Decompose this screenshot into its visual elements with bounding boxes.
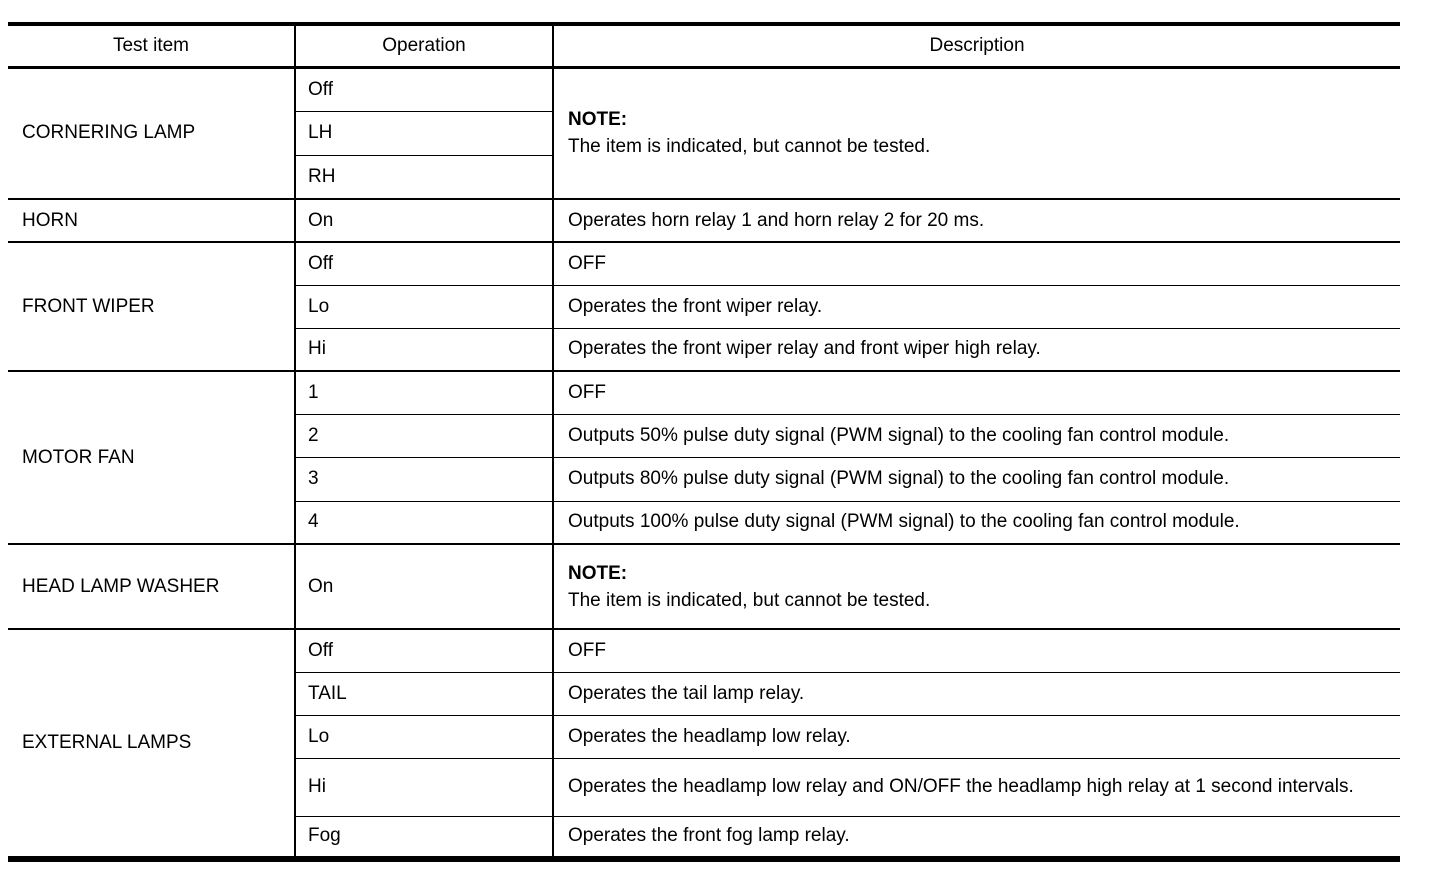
test-item-cell: FRONT WIPER xyxy=(8,241,295,371)
table-row: TAIL Operates the tail lamp relay. xyxy=(8,671,1400,715)
table-row: Lo Operates the headlamp low relay. xyxy=(8,714,1400,758)
table-row: 4 Outputs 100% pulse duty signal (PWM si… xyxy=(8,500,1400,544)
table-row: FRONT WIPER Off OFF xyxy=(8,241,1400,371)
note-text: The item is indicated, but cannot be tes… xyxy=(568,589,931,611)
table-row: CORNERING LAMP Off NOTE: The item is ind… xyxy=(8,66,1400,199)
test-item-cell: EXTERNAL LAMPS xyxy=(8,628,295,859)
note-label: NOTE: xyxy=(568,562,628,584)
description-cell: Outputs 100% pulse duty signal (PWM sign… xyxy=(552,500,1400,544)
description-cell: Operates the front wiper relay and front… xyxy=(552,327,1400,371)
active-test-table: Test item Operation Description CORNERIN… xyxy=(8,22,1400,862)
header-description: Description xyxy=(552,24,1400,69)
operation-cell: 1 xyxy=(294,370,553,414)
description-cell: NOTE: The item is indicated, but cannot … xyxy=(552,543,1400,629)
header-row: Test item Operation Description xyxy=(8,24,1400,69)
table-row: HORN On Operates horn relay 1 and horn r… xyxy=(8,198,1400,242)
header-operation: Operation xyxy=(294,24,553,69)
description-cell: Outputs 50% pulse duty signal (PWM signa… xyxy=(552,413,1400,457)
test-item-cell: HEAD LAMP WASHER xyxy=(8,543,295,629)
table-row: 3 Outputs 80% pulse duty signal (PWM sig… xyxy=(8,456,1400,501)
operation-cell: LH xyxy=(294,110,553,155)
operation-cell: On xyxy=(294,198,553,242)
table-row: Hi Operates the headlamp low relay and O… xyxy=(8,757,1400,816)
operation-cell: On xyxy=(294,543,553,629)
operation-cell: TAIL xyxy=(294,671,553,715)
description-cell: Operates the headlamp low relay and ON/O… xyxy=(552,757,1400,816)
test-item-cell: HORN xyxy=(8,198,295,242)
operation-cell: Off xyxy=(294,628,553,672)
table-row: RH xyxy=(8,154,1400,199)
description-cell: Operates the front fog lamp relay. xyxy=(552,815,1400,859)
operation-cell: Hi xyxy=(294,327,553,371)
table-row: HEAD LAMP WASHER On NOTE: The item is in… xyxy=(8,543,1400,629)
header-test-item: Test item xyxy=(8,24,295,69)
description-cell: Operates horn relay 1 and horn relay 2 f… xyxy=(552,198,1400,242)
description-cell: OFF xyxy=(552,628,1400,672)
test-item-cell: MOTOR FAN xyxy=(8,370,295,544)
operation-cell: Lo xyxy=(294,714,553,758)
table-row: Fog Operates the front fog lamp relay. xyxy=(8,815,1400,859)
table-row: Hi Operates the front wiper relay and fr… xyxy=(8,327,1400,371)
operation-cell: Lo xyxy=(294,284,553,328)
operation-cell: Off xyxy=(294,241,553,285)
operation-cell: Hi xyxy=(294,757,553,816)
table-row: 2 Outputs 50% pulse duty signal (PWM sig… xyxy=(8,413,1400,457)
note-label: NOTE: xyxy=(568,109,628,131)
table-row: LH xyxy=(8,110,1400,155)
table-row: MOTOR FAN 1 OFF xyxy=(8,370,1400,544)
operation-cell: 3 xyxy=(294,456,553,501)
description-cell: Outputs 80% pulse duty signal (PWM signa… xyxy=(552,456,1400,501)
operation-cell: RH xyxy=(294,154,553,199)
description-cell: Operates the tail lamp relay. xyxy=(552,671,1400,715)
table-row: Lo Operates the front wiper relay. xyxy=(8,284,1400,328)
operation-cell: Fog xyxy=(294,815,553,859)
operation-cell: Off xyxy=(294,66,553,111)
table-row: EXTERNAL LAMPS Off OFF xyxy=(8,628,1400,859)
description-cell: NOTE: The item is indicated, but cannot … xyxy=(552,66,1400,199)
description-cell: Operates the headlamp low relay. xyxy=(552,714,1400,758)
test-item-cell: CORNERING LAMP xyxy=(8,66,295,199)
note-text: The item is indicated, but cannot be tes… xyxy=(568,136,931,158)
description-cell: OFF xyxy=(552,370,1400,414)
description-cell: Operates the front wiper relay. xyxy=(552,284,1400,328)
description-cell: OFF xyxy=(552,241,1400,285)
operation-cell: 4 xyxy=(294,500,553,544)
operation-cell: 2 xyxy=(294,413,553,457)
